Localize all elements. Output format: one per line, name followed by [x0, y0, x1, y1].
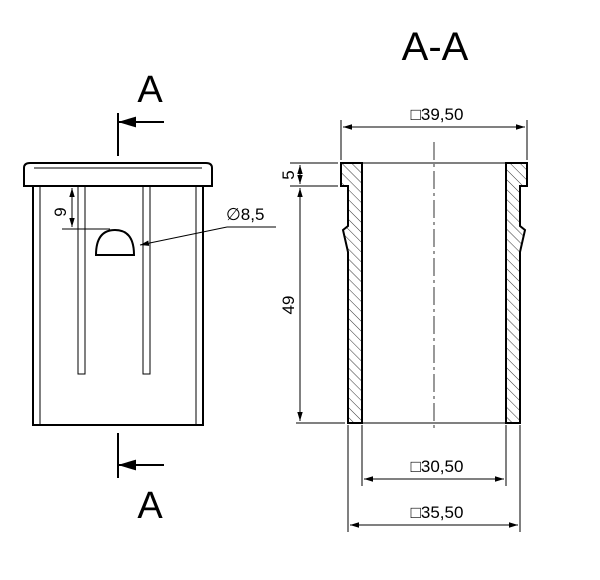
dim-outer-body-width-text: □35,50 [411, 503, 464, 522]
dim-flange-height-text: 5 [279, 170, 298, 179]
slot-right [142, 185, 151, 375]
dim-body-height-text: 49 [279, 296, 298, 315]
dim-inner-width: □30,50 [361, 425, 507, 486]
dim-hole-diameter-text: ∅8,5 [226, 205, 264, 224]
section-marker-top: A [117, 69, 164, 156]
dim-outer-body-width: □35,50 [347, 425, 521, 532]
front-view-cap [23, 162, 213, 187]
right-wall-section [505, 162, 528, 424]
semicircle-hole [94, 228, 136, 256]
left-wall-section [340, 162, 363, 424]
dim-body-height: 49 [279, 188, 345, 424]
section-view [340, 142, 528, 432]
front-view: 9 ∅8,5 [23, 162, 276, 426]
dim-hole-height-text: 9 [51, 207, 70, 216]
dim-outer-top-width-text: □39,50 [411, 105, 464, 124]
diameter-leader-line [139, 226, 228, 246]
slot-left [77, 185, 86, 375]
dim-inner-width-text: □30,50 [411, 457, 464, 476]
section-marker-bottom: A [117, 433, 164, 527]
dim-outer-top-width: □39,50 [340, 105, 528, 160]
section-marker-bottom-label: A [137, 485, 163, 527]
section-title: A-A [402, 25, 469, 69]
dim-flange-height: 5 [279, 162, 338, 187]
front-view-body [32, 186, 204, 426]
section-marker-top-label: A [137, 69, 163, 111]
